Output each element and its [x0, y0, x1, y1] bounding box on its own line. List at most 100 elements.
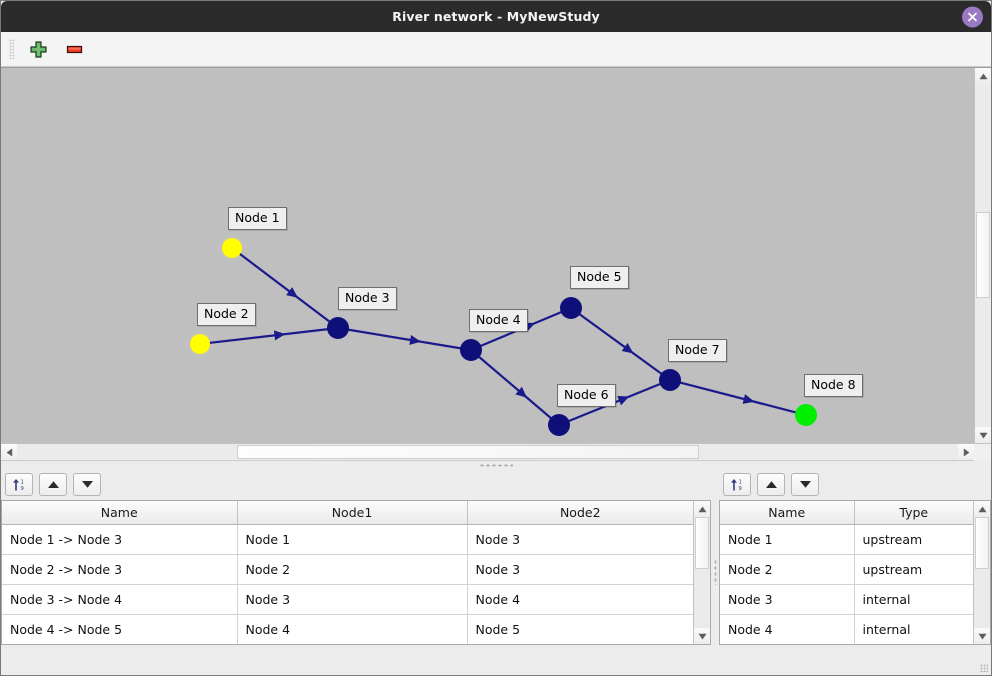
nodes-sort-button[interactable]: 1 9	[723, 473, 751, 496]
nodes-scroll-up-arrow[interactable]	[974, 501, 990, 517]
vertical-splitter[interactable]	[711, 469, 719, 675]
nodes-vscroll-track[interactable]	[974, 517, 990, 628]
graph-edge-arrow-icon	[286, 287, 298, 298]
branches-cell[interactable]: Node 3	[467, 554, 693, 585]
remove-node-button[interactable]	[62, 37, 86, 61]
graph-vscroll-thumb[interactable]	[976, 212, 990, 298]
branches-scroll-down-arrow[interactable]	[694, 628, 710, 644]
branches-cell[interactable]: Node 4 -> Node 5	[2, 614, 238, 644]
graph-node[interactable]	[659, 369, 681, 391]
branches-column-header[interactable]: Node1	[237, 501, 468, 525]
close-button[interactable]	[962, 6, 983, 27]
nodes-column-header[interactable]: Type	[854, 501, 973, 525]
nodes-cell[interactable]: internal	[854, 584, 973, 615]
nodes-scroll-down-arrow[interactable]	[974, 628, 990, 644]
graph-node-label[interactable]: Node 5	[570, 266, 629, 289]
triangle-down-icon	[81, 481, 93, 488]
nodes-vertical-scrollbar[interactable]	[973, 501, 990, 644]
nodes-cell[interactable]: Node 2	[720, 554, 855, 585]
graph-node-label[interactable]: Node 4	[469, 309, 528, 332]
branches-vscroll-track[interactable]	[694, 517, 710, 628]
red-minus-icon	[66, 45, 82, 53]
graph-edge-arrow-icon	[409, 335, 422, 345]
resize-grip-icon[interactable]	[980, 664, 988, 672]
bottom-panels: 1 9	[1, 469, 991, 675]
graph-edge[interactable]	[578, 312, 663, 376]
graph-edge[interactable]	[679, 381, 797, 414]
branches-column-header[interactable]: Node2	[467, 501, 693, 525]
nodes-cell[interactable]: internal	[854, 614, 973, 644]
toolbar-grip[interactable]	[9, 39, 14, 59]
graph-node[interactable]	[327, 317, 349, 339]
branches-cell[interactable]: Node 1 -> Node 3	[2, 524, 238, 555]
graph-node-label[interactable]: Node 6	[557, 384, 616, 407]
graph-vscroll-track[interactable]	[975, 84, 991, 427]
branches-cell[interactable]: Node 4	[237, 614, 468, 644]
scroll-up-arrow[interactable]	[975, 68, 991, 84]
branches-cell[interactable]: Node 2	[237, 554, 468, 585]
graph-node[interactable]	[190, 334, 210, 354]
branches-move-up-button[interactable]	[39, 473, 67, 496]
scroll-right-arrow[interactable]	[958, 444, 974, 460]
graph-edge[interactable]	[238, 252, 331, 323]
nodes-cell[interactable]: Node 4	[720, 614, 855, 644]
nodes-column-header[interactable]: Name	[720, 501, 855, 525]
scroll-down-arrow[interactable]	[975, 427, 991, 443]
triangle-right-icon	[963, 448, 969, 456]
branches-cell[interactable]: Node 2 -> Node 3	[2, 554, 238, 585]
graph-node-label[interactable]: Node 7	[668, 339, 727, 362]
graph-edge[interactable]	[208, 328, 329, 345]
branches-move-down-button[interactable]	[73, 473, 101, 496]
scroll-left-arrow[interactable]	[1, 444, 17, 460]
graph-edge[interactable]	[347, 328, 462, 350]
triangle-down-icon	[698, 633, 706, 639]
graph-edge[interactable]	[477, 355, 553, 420]
branches-cell[interactable]: Node 5	[467, 614, 693, 644]
horizontal-splitter[interactable]	[1, 460, 991, 469]
graph-node[interactable]	[560, 297, 582, 319]
branches-cell[interactable]: Node 4	[467, 584, 693, 615]
graph-node[interactable]	[795, 404, 817, 426]
graph-vertical-scrollbar[interactable]	[974, 67, 991, 443]
window-title: River network - MyNewStudy	[392, 9, 600, 24]
graph-node[interactable]	[222, 238, 242, 258]
add-node-button[interactable]	[26, 37, 50, 61]
graph-horizontal-scrollbar[interactable]	[1, 443, 991, 461]
nodes-cell[interactable]: Node 1	[720, 524, 855, 555]
graph-node[interactable]	[460, 339, 482, 361]
graph-node-label[interactable]: Node 8	[804, 374, 863, 397]
branches-cell[interactable]: Node 3 -> Node 4	[2, 584, 238, 615]
branches-scroll-up-arrow[interactable]	[694, 501, 710, 517]
graph-hscroll-thumb[interactable]	[237, 445, 699, 459]
graph-node-label[interactable]: Node 2	[197, 303, 256, 326]
branches-cell[interactable]: Node 3	[237, 584, 468, 615]
nodes-move-down-button[interactable]	[791, 473, 819, 496]
branches-bottom-padding	[1, 645, 711, 675]
river-network-graph[interactable]: Node 1 Node 2 Node 3 Node 4 Node 5 Node 6 Node…	[1, 67, 974, 443]
graph-hscroll-track[interactable]	[17, 444, 958, 460]
branches-column-header[interactable]: Name	[2, 501, 238, 525]
graph-node[interactable]	[548, 414, 570, 436]
branches-cell[interactable]: Node 1	[237, 524, 468, 555]
branches-cell[interactable]: Node 3	[467, 524, 693, 555]
branches-vscroll-thumb[interactable]	[695, 517, 709, 569]
graph-node-label[interactable]: Node 1	[228, 207, 287, 230]
nodes-vscroll-thumb[interactable]	[975, 517, 989, 569]
nodes-cell[interactable]: Node 3	[720, 584, 855, 615]
nodes-move-up-button[interactable]	[757, 473, 785, 496]
branches-sort-button[interactable]: 1 9	[5, 473, 33, 496]
nodes-cell[interactable]: upstream	[854, 554, 973, 585]
svg-text:9: 9	[21, 486, 24, 492]
graph-node-label[interactable]: Node 3	[338, 287, 397, 310]
branches-vertical-scrollbar[interactable]	[693, 501, 710, 644]
nodes-cell[interactable]: upstream	[854, 524, 973, 555]
